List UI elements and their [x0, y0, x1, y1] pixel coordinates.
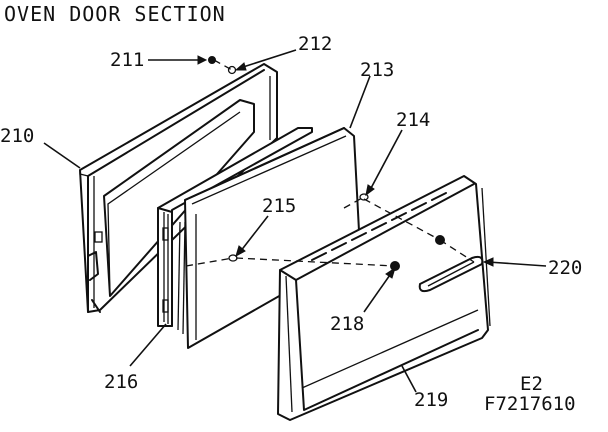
leader-lines — [43, 49, 547, 393]
diagram-title: OVEN DOOR SECTION — [4, 2, 226, 26]
part-214-screw — [359, 193, 369, 201]
vent-slots — [311, 192, 447, 261]
label-218: 218 — [330, 313, 364, 335]
part-220-handle — [418, 255, 484, 293]
part-210-inner-frame — [79, 63, 278, 313]
label-216: 216 — [104, 371, 138, 393]
label-211: 211 — [110, 49, 144, 71]
assembly-lines — [185, 59, 475, 267]
label-212: 212 — [298, 33, 332, 55]
label-210: 210 — [0, 125, 34, 147]
part-219-outer-door — [277, 175, 491, 421]
code-model-number: F7217610 — [484, 393, 576, 415]
part-213-glass-panel — [184, 127, 361, 349]
part-216-glass-pack — [157, 127, 313, 335]
code-e2: E2 — [520, 373, 543, 395]
label-214: 214 — [396, 109, 430, 131]
label-213: 213 — [360, 59, 394, 81]
label-215: 215 — [262, 195, 296, 217]
label-220: 220 — [548, 257, 582, 279]
part-212-washer — [227, 65, 237, 75]
label-219: 219 — [414, 389, 448, 411]
part-211-screw — [208, 56, 216, 64]
